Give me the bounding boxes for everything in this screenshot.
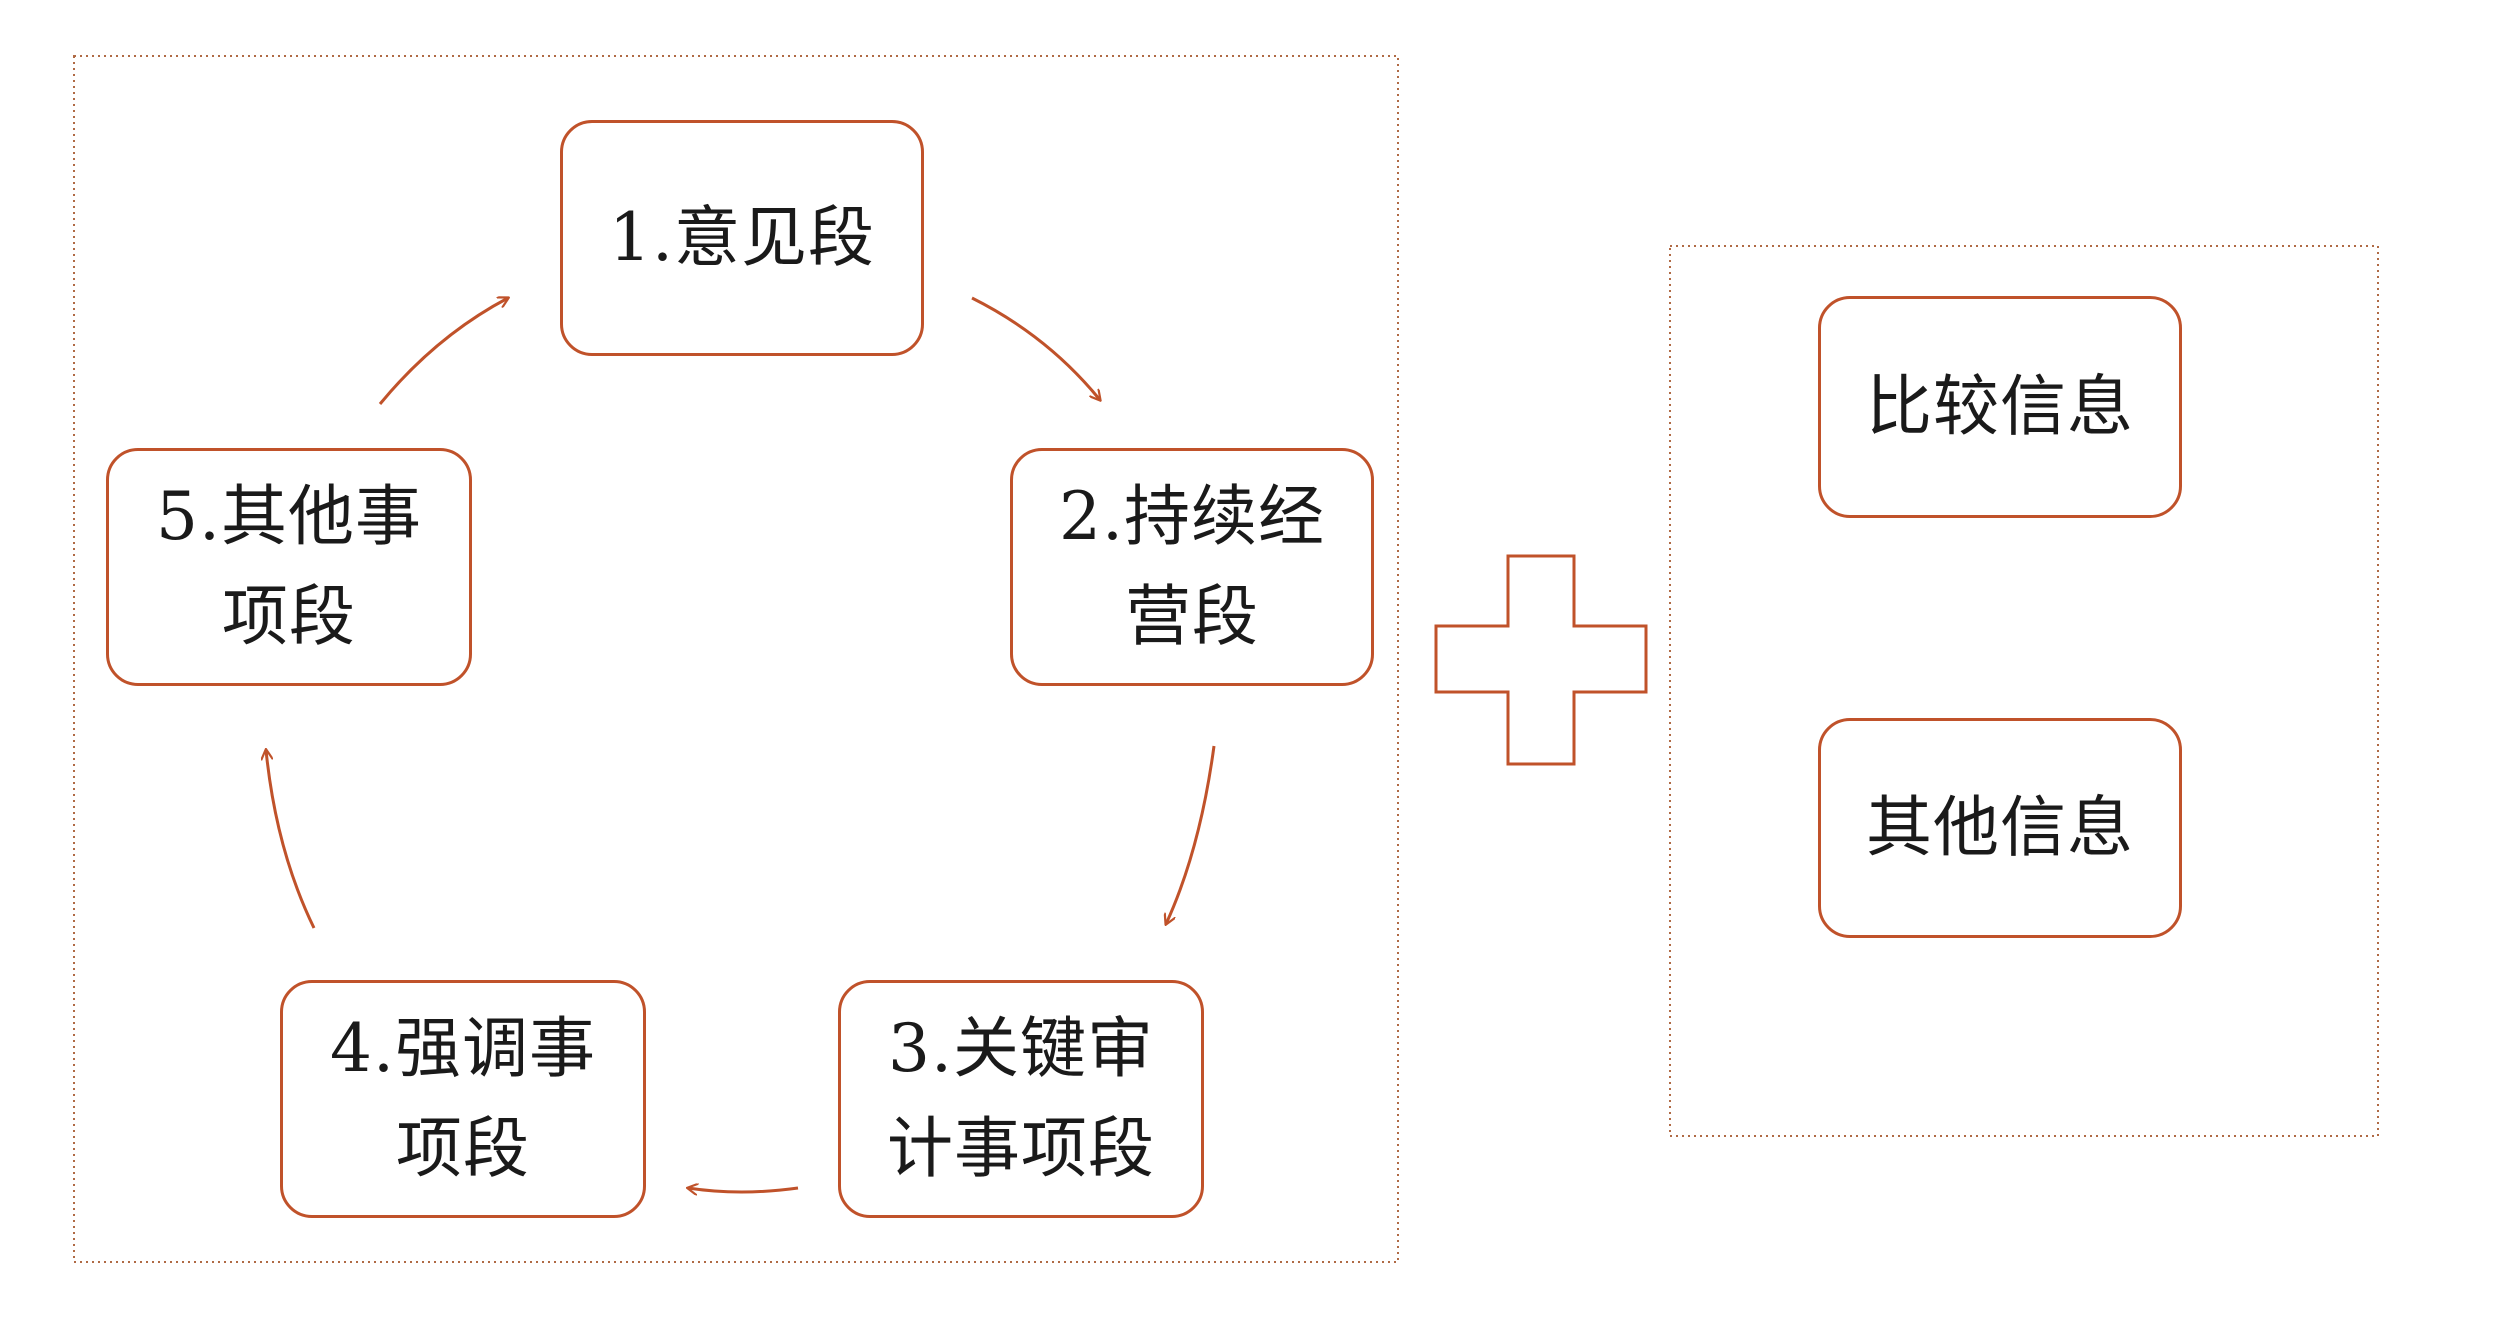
node-other-information: 其他信息 — [1818, 718, 2182, 938]
arrow-1-to-2 — [971, 296, 1100, 400]
node-going-concern-section-label: 2.持续经 营段 — [1059, 478, 1325, 655]
node-going-concern-section: 2.持续经 营段 — [1010, 448, 1374, 686]
node-other-matter-section-label: 5.其他事 项段 — [156, 478, 422, 655]
node-emphasis-of-matter-section-label: 4.强调事 项段 — [330, 1010, 596, 1187]
node-opinion-section: 1.意见段 — [560, 120, 924, 356]
node-emphasis-of-matter-section: 4.强调事 项段 — [280, 980, 646, 1218]
cycle-frame — [73, 55, 1399, 1263]
arrow-3-to-4 — [688, 1188, 799, 1192]
node-other-information-label: 其他信息 — [1866, 789, 2134, 866]
plus-icon — [1434, 554, 1648, 766]
arrow-2-to-3 — [1166, 745, 1216, 924]
node-key-audit-matters-section: 3.关键审 计事项段 — [838, 980, 1204, 1218]
node-comparative-information: 比较信息 — [1818, 296, 2182, 518]
node-other-matter-section: 5.其他事 项段 — [106, 448, 472, 686]
arrow-4-to-5 — [266, 750, 316, 929]
node-comparative-information-label: 比较信息 — [1866, 368, 2134, 445]
extra-info-frame — [1669, 245, 2379, 1137]
arrow-5-to-1 — [378, 298, 508, 405]
node-opinion-section-label: 1.意见段 — [609, 199, 875, 276]
node-key-audit-matters-section-label: 3.关键审 计事项段 — [887, 1010, 1155, 1187]
